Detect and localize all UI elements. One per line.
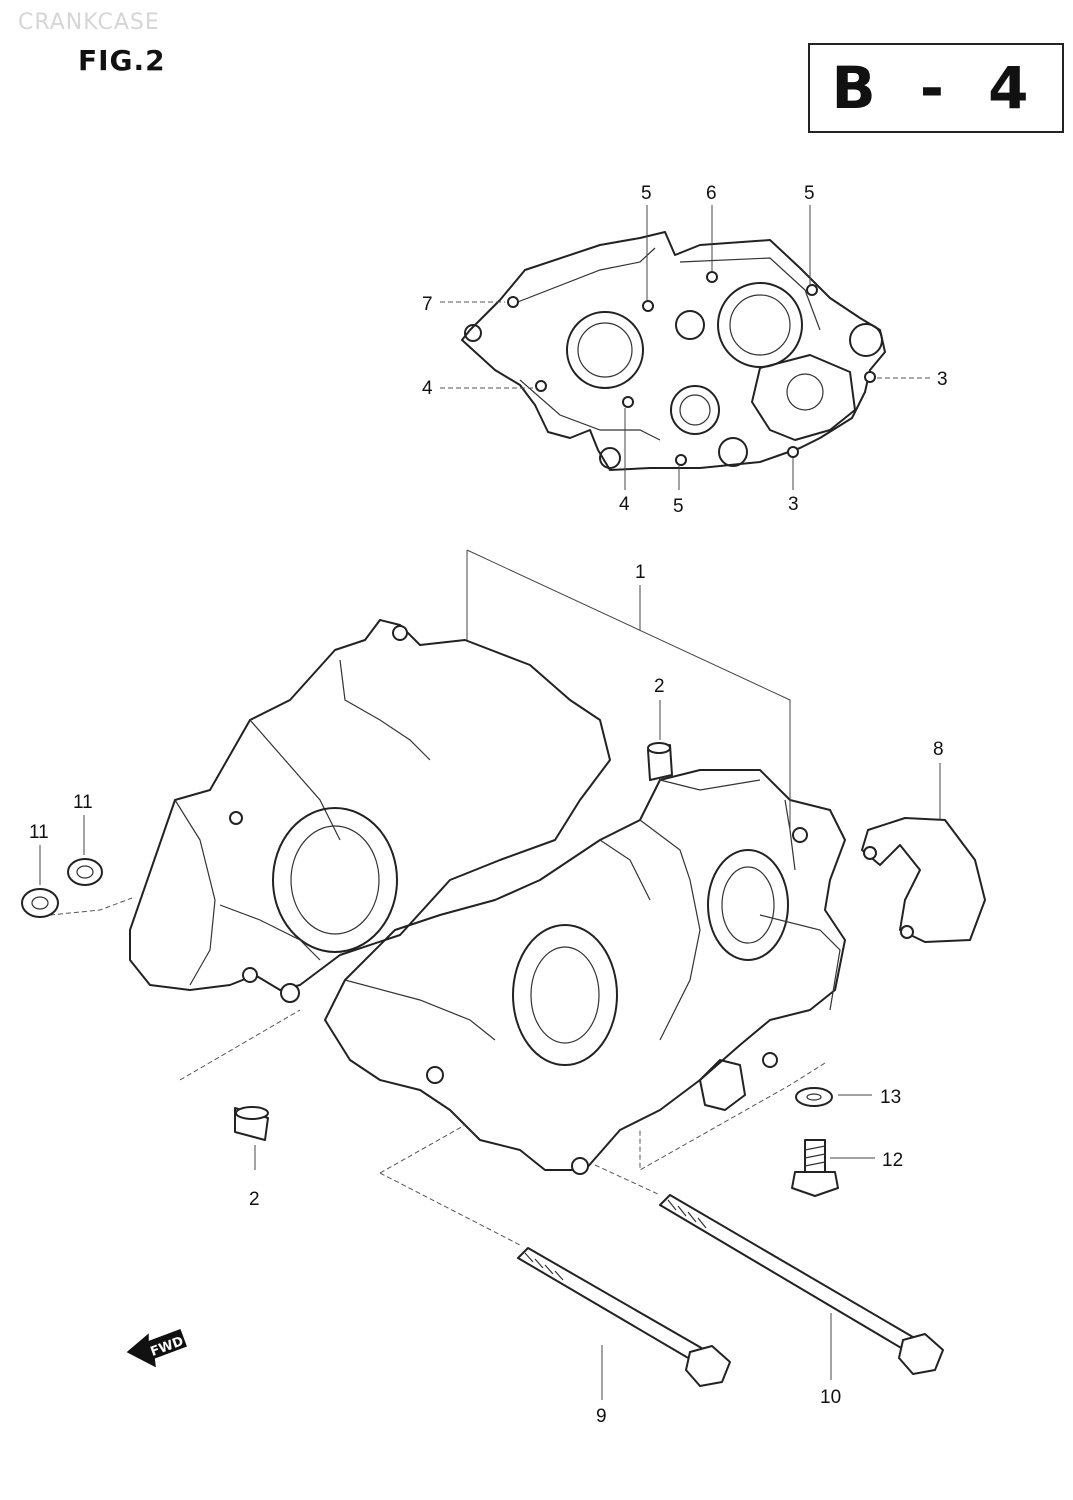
callout-top-4-left: 4 (422, 378, 433, 399)
long-bolt-10 (659, 1194, 944, 1375)
callout-main-11-upper: 11 (73, 792, 93, 813)
callout-main-11-lower: 11 (29, 822, 49, 843)
callout-top-3-bottom: 3 (788, 494, 799, 515)
top-view-leaders (440, 205, 930, 490)
callout-top-7: 7 (422, 294, 433, 315)
callout-top-4-bottom: 4 (619, 494, 630, 515)
dowel-pin-upper (647, 742, 673, 781)
rubber-bushing-lower (21, 888, 59, 918)
callout-top-5-right: 5 (804, 183, 815, 204)
callout-top-5-left: 5 (641, 183, 652, 204)
rubber-bushing-upper (67, 858, 103, 886)
callout-numbers: 5 6 5 7 4 3 4 5 3 1 2 8 11 11 13 12 2 9 … (29, 183, 948, 1427)
section-code: B - 4 (831, 54, 1041, 122)
callout-main-2-lower: 2 (249, 1189, 260, 1210)
main-view-leaders (39, 549, 941, 1400)
crankcase-half-top-view (461, 231, 886, 471)
callout-top-6: 6 (706, 183, 717, 204)
callout-top-5-bottom: 5 (673, 496, 684, 517)
long-bolt-9 (517, 1247, 731, 1387)
crankcase-assembly-main (129, 619, 846, 1175)
callout-main-13: 13 (880, 1087, 901, 1108)
faint-section-title: CRANKCASE (18, 10, 160, 35)
cover-plate (861, 817, 986, 943)
callout-main-12: 12 (882, 1150, 903, 1171)
washer (795, 1087, 833, 1107)
callout-main-9: 9 (596, 1406, 607, 1427)
figure-label: FIG.2 (78, 44, 166, 77)
dowel-pin-lower (234, 1106, 269, 1141)
short-bolt (791, 1139, 839, 1197)
forward-arrow-icon: FWD (126, 1329, 187, 1368)
callout-main-10: 10 (820, 1387, 841, 1408)
callout-top-3-right: 3 (937, 369, 948, 390)
callout-main-1: 1 (635, 562, 646, 583)
callout-main-8: 8 (933, 739, 944, 760)
section-code-box: B - 4 (808, 43, 1064, 133)
callout-main-2-upper: 2 (654, 676, 665, 697)
